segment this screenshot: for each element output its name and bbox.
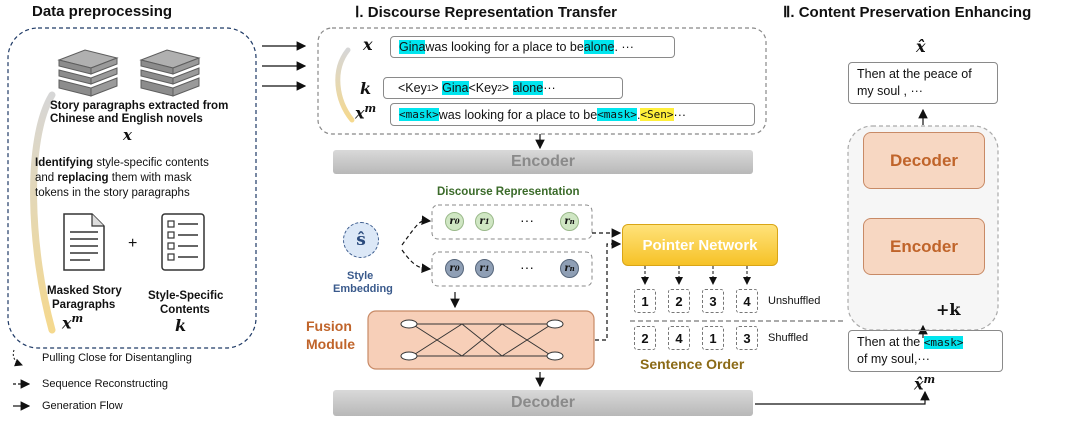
masked-input-text-box: Then at the <mask> of my soul,··· <box>848 330 1003 372</box>
title-data-preprocessing: Data preprocessing <box>32 3 173 20</box>
legend-gen: Generation Flow <box>42 400 123 412</box>
pointer-network-box: Pointer Network <box>622 224 778 266</box>
masked-label-1: Masked Story <box>47 285 122 297</box>
order-unshuffled-1: 1 <box>634 289 656 313</box>
order-unshuffled-2: 2 <box>668 289 690 313</box>
style-var-k: k <box>175 316 187 335</box>
masked-var: xm <box>62 312 84 333</box>
document-icon <box>63 213 105 271</box>
order-shuffled-4: 3 <box>736 326 758 350</box>
plus-sign: + <box>128 235 138 252</box>
input-xm-label: xm <box>355 102 377 123</box>
title-content-preservation: Ⅱ. Content Preservation Enhancing <box>783 4 1032 21</box>
right-decoder-box: Decoder <box>863 132 985 189</box>
order-shuffled-1: 2 <box>634 326 656 350</box>
title-discourse-transfer: Ⅰ. Discourse Representation Transfer <box>355 4 618 21</box>
input-x-box: Gina was looking for a place to be alone… <box>390 36 675 58</box>
story-var-x: x <box>123 126 132 144</box>
order-shuffled-2: 4 <box>668 326 690 350</box>
legend-seq: Sequence Reconstructing <box>42 378 168 390</box>
style-label-1: Style-Specific <box>148 290 224 302</box>
discourse-rep-label: Discourse Representation <box>437 186 580 198</box>
order-unshuffled-3: 3 <box>702 289 724 313</box>
identify-line-2: and replacing them with mask <box>35 172 192 184</box>
right-encoder-box: Encoder <box>863 218 985 275</box>
encoder-bar: Encoder <box>333 150 753 174</box>
shuffled-label: Shuffled <box>768 332 809 344</box>
story-text-1: Story paragraphs extracted from <box>50 100 229 112</box>
input-k-label: k <box>360 79 372 98</box>
legend-pull: Pulling Close for Disentangling <box>42 352 192 364</box>
order-unshuffled-4: 4 <box>736 289 758 313</box>
style-label-2: Contents <box>160 304 210 316</box>
identify-line-3: tokens in the story paragraphs <box>35 187 190 199</box>
fusion-label-2: Module <box>306 336 355 352</box>
decoder-bar: Decoder <box>333 390 753 416</box>
input-xm-box: <mask> was looking for a place to be <ma… <box>390 103 755 126</box>
style-embedding-circle: ŝ <box>343 222 379 258</box>
dots-top: ··· <box>520 212 534 228</box>
fusion-module-network <box>367 310 595 370</box>
order-shuffled-3: 1 <box>702 326 724 350</box>
story-text-2: Chinese and English novels <box>50 113 203 125</box>
output-xhat-label: x̂ <box>916 37 926 56</box>
identify-line-1: Identifying style-specific contents <box>35 157 209 169</box>
masked-xhat-label: x̂m <box>914 373 936 394</box>
style-emb-label-2: Embedding <box>333 283 393 295</box>
checklist-icon <box>161 213 205 271</box>
style-emb-label-1: Style <box>347 270 374 282</box>
unshuffled-label: Unshuffled <box>768 295 821 307</box>
output-text-box: Then at the peace of my soul , ··· <box>848 62 998 104</box>
dots-bottom: ··· <box>520 259 534 275</box>
books-icon <box>57 49 201 97</box>
plus-k-label: +k <box>936 300 961 319</box>
input-x-label: x <box>363 35 373 54</box>
sentence-order-label: Sentence Order <box>640 356 745 372</box>
fusion-label-1: Fusion <box>306 318 352 334</box>
masked-label-2: Paragraphs <box>52 299 116 311</box>
